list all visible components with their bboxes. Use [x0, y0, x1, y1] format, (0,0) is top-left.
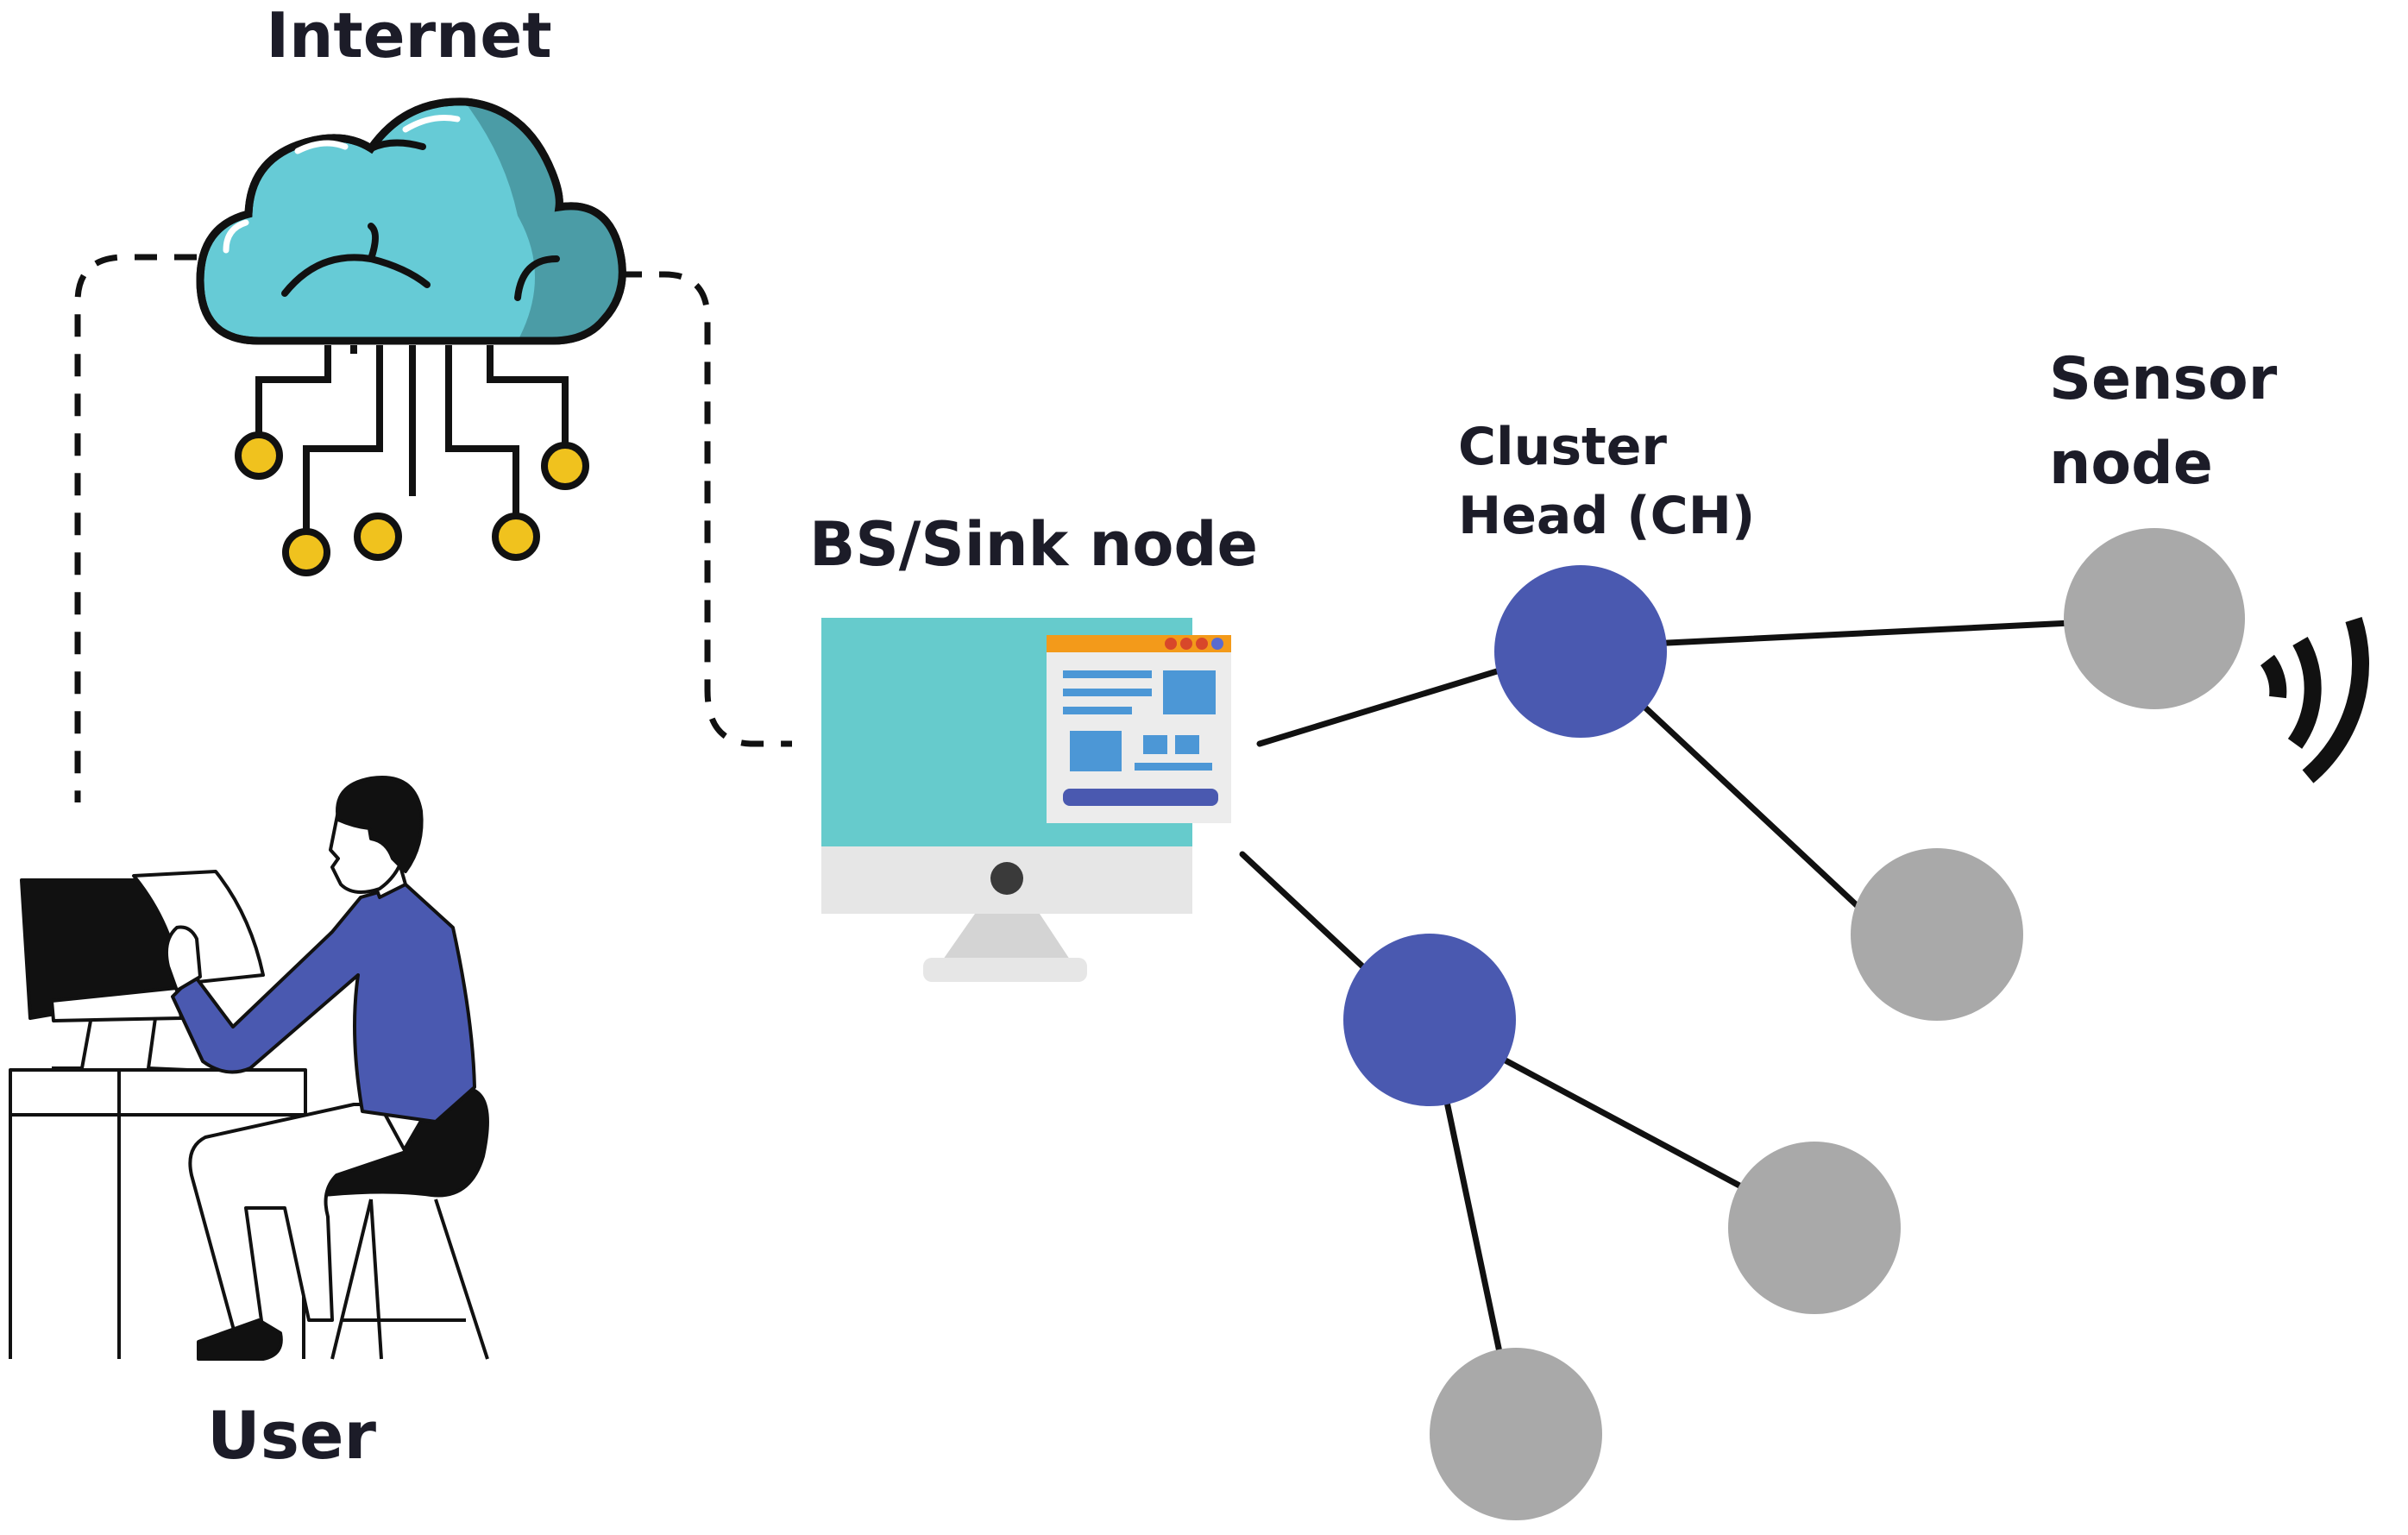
label-sensor-node-line2: node [2049, 430, 2213, 498]
dashed-link-cloud-bs [619, 271, 792, 747]
label-internet: Internet [266, 0, 551, 72]
link-bs-ch1 [1256, 668, 1500, 747]
sensor-node-2 [1851, 848, 2023, 1021]
monitor-stand [943, 914, 1070, 959]
label-sensor-node-line1: Sensor [2049, 345, 2278, 413]
monitor-base [923, 958, 1087, 982]
hair [336, 776, 424, 873]
cloud-icon [196, 98, 626, 576]
cloud-details [281, 139, 560, 301]
hand [165, 925, 202, 992]
cloud-shade [466, 104, 623, 341]
cloud-outline [196, 98, 626, 345]
shoes [197, 1318, 283, 1361]
dashed-link-cloud-user [74, 254, 197, 802]
link-bs-ch2 [1239, 851, 1375, 978]
cluster-head-node-2 [1343, 934, 1516, 1106]
nodes [1343, 528, 2245, 1520]
cluster-head-node-1 [1494, 565, 1667, 738]
circuit-icon [255, 345, 569, 531]
app-window [1047, 635, 1231, 823]
cloud-highlights [223, 115, 461, 254]
circuit-dots [235, 431, 589, 576]
label-cluster-head-line2: Head (CH) [1458, 486, 1755, 546]
desk-top [9, 1068, 307, 1117]
sensor-node-3 [1728, 1142, 1901, 1314]
monitor-icon [821, 618, 1231, 982]
sensor-node-1 [2064, 528, 2245, 709]
wireless-signal-icon [2260, 616, 2369, 783]
labels: Internet BS/Sink node Cluster Head (CH) … [207, 0, 2278, 1474]
pants [188, 1103, 407, 1335]
paper [132, 870, 265, 985]
label-bs-sink-node: BS/Sink node [809, 509, 1258, 580]
sensor-node-4 [1430, 1348, 1602, 1520]
label-user: User [207, 1397, 376, 1474]
shirt [171, 883, 476, 1123]
monitor-power-button [990, 862, 1023, 895]
user-at-desk-icon [9, 776, 489, 1361]
label-cluster-head-line1: Cluster [1458, 417, 1667, 477]
